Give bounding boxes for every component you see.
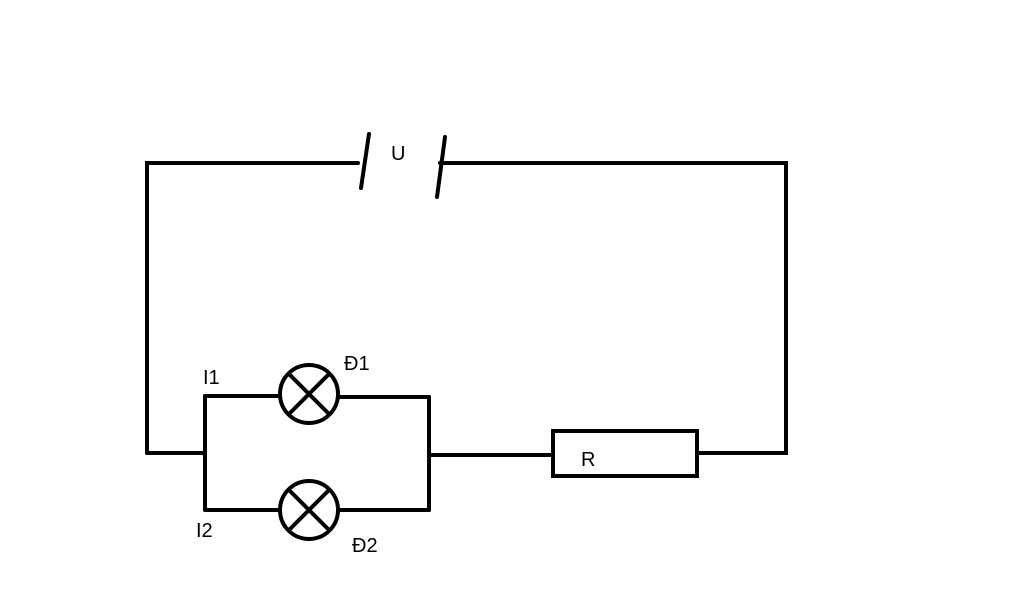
top-right-wire — [438, 161, 788, 455]
lamp1-label: Đ1 — [344, 353, 370, 375]
lamp2-icon — [278, 479, 340, 541]
resistor-icon — [551, 429, 699, 478]
top-left-wire — [145, 161, 360, 455]
source-plate-left — [359, 132, 371, 190]
source-plate-right — [435, 135, 447, 199]
lamp1-icon — [278, 363, 340, 425]
resistor-label: R — [581, 449, 595, 471]
source-label: U — [391, 143, 405, 165]
current2-label: I2 — [196, 520, 213, 542]
lamp2-label: Đ2 — [352, 535, 378, 557]
current1-label: I1 — [203, 367, 220, 389]
